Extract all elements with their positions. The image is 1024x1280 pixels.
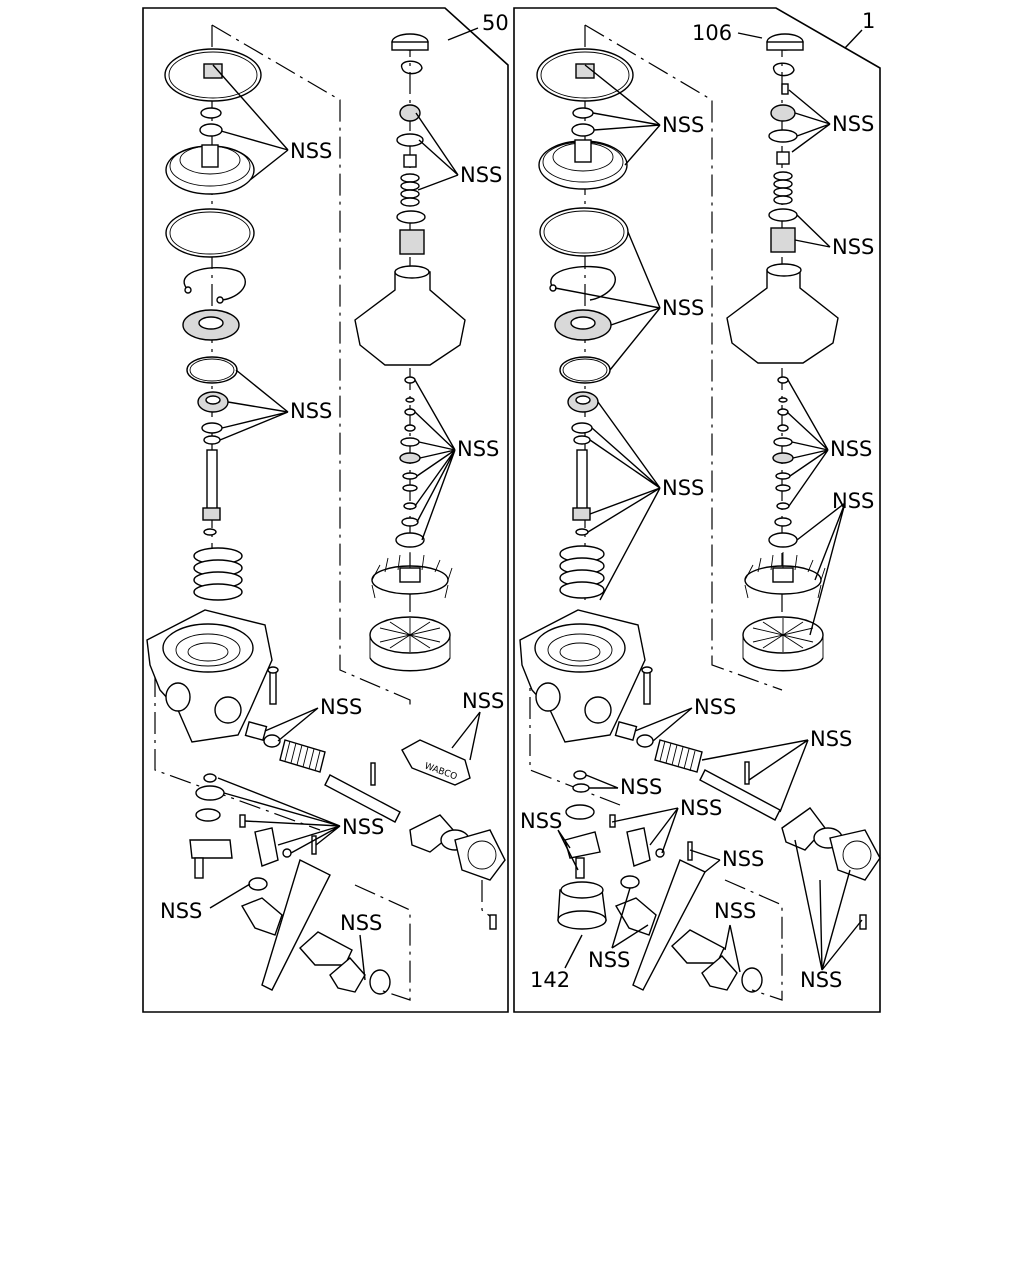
left-nss-1: NSS: [290, 139, 332, 163]
right-small-spring: [773, 171, 793, 205]
left-nss-9: NSS: [340, 911, 382, 935]
left-nss-2: NSS: [460, 163, 502, 187]
right-nss-14: NSS: [714, 899, 756, 923]
left-bellows: [279, 739, 326, 773]
right-nss-leaders: [554, 64, 863, 973]
right-bellows: [654, 739, 703, 773]
right-nss-7: NSS: [832, 489, 874, 513]
right-panel: 1 106: [513, 7, 881, 1013]
part-number-142: 142: [530, 968, 570, 992]
right-ref-number: 1: [862, 9, 875, 33]
left-right-column-parts: [354, 33, 466, 672]
right-nss-1: NSS: [662, 113, 704, 137]
right-nss-5: NSS: [830, 437, 872, 461]
right-nss-16: NSS: [800, 968, 842, 992]
right-nss-11: NSS: [680, 796, 722, 820]
right-filter-disc: [742, 616, 824, 672]
right-nss-10: NSS: [620, 775, 662, 799]
left-filter-disc: [369, 616, 451, 672]
left-nss-4: NSS: [457, 437, 499, 461]
right-panel-frame: [513, 7, 881, 1013]
part-number-106: 106: [692, 21, 732, 45]
left-panel-frame: [142, 7, 509, 1013]
right-impeller: [744, 552, 826, 599]
right-valve-body: [519, 609, 653, 743]
left-column-parts: [146, 48, 279, 743]
left-nss-leaders: [209, 64, 481, 981]
left-wabco-tube: WABCO: [401, 739, 471, 786]
right-nss-12: NSS: [520, 809, 562, 833]
left-panel: 50: [142, 7, 509, 1013]
left-nss-6: NSS: [462, 689, 504, 713]
right-right-column-parts: [726, 33, 839, 672]
right-nss-4: NSS: [662, 296, 704, 320]
right-nss-8: NSS: [694, 695, 736, 719]
right-nss-3: NSS: [832, 235, 874, 259]
left-nss-5: NSS: [320, 695, 362, 719]
part-142-cap: [557, 881, 607, 930]
right-nss-2: NSS: [832, 112, 874, 136]
left-impeller: [371, 552, 453, 599]
left-lower-assembly: WABCO: [189, 721, 506, 1001]
left-nss-8: NSS: [160, 899, 202, 923]
right-nss-6: NSS: [662, 476, 704, 500]
left-spring: [193, 547, 243, 601]
left-nss-3: NSS: [290, 399, 332, 423]
right-lower-assembly: [557, 721, 881, 1001]
left-valve-body: [146, 609, 279, 743]
right-nss-15: NSS: [588, 948, 630, 972]
right-spring: [559, 545, 605, 599]
right-nss-9: NSS: [810, 727, 852, 751]
left-ref-number: 50: [482, 11, 509, 35]
right-nss-13: NSS: [722, 847, 764, 871]
left-nss-7: NSS: [342, 815, 384, 839]
right-left-column-parts: [519, 48, 653, 743]
left-small-spring: [400, 173, 420, 207]
